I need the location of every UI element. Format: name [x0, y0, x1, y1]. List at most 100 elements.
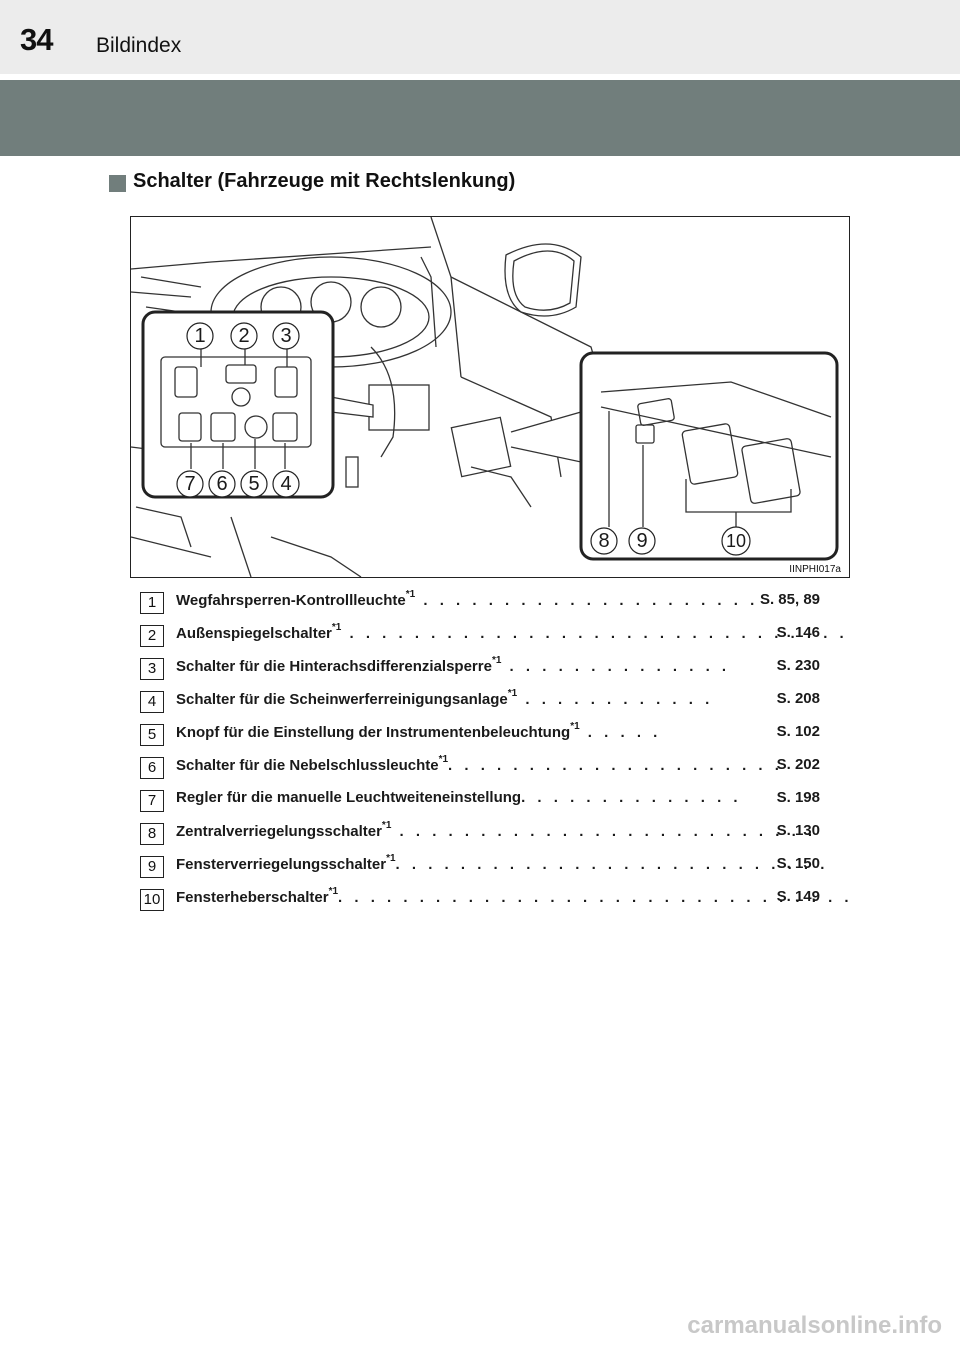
- leader-dots: . . . . . . . . . . . . . . . . . . . . …: [395, 856, 829, 873]
- item-label-text: Fensterverriegelungsschalter: [176, 856, 387, 873]
- item-page-ref[interactable]: S. 146: [776, 624, 820, 641]
- leader-dots: . . . . . . . . . . . .: [517, 691, 714, 708]
- item-page-ref[interactable]: S. 85, 89: [759, 591, 820, 608]
- item-note: *1: [570, 721, 580, 732]
- section-heading: Schalter (Fahrzeuge mit Rechtslenkung): [133, 170, 516, 192]
- callout-number: 2: [238, 325, 250, 347]
- callout-circle: [208, 470, 236, 498]
- item-label-text: Schalter für die Scheinwerferreinigungsa…: [176, 691, 508, 708]
- item-label: Schalter für die Hinterachsdifferenzials…: [176, 655, 731, 675]
- item-number: 6: [140, 757, 164, 779]
- callout-5: 5: [239, 469, 269, 499]
- leader-dots: . . . . . . . . . . . . . . . . . . . . …: [391, 823, 817, 840]
- item-number: 5: [140, 724, 164, 746]
- list-item: 7 Regler für die manuelle Leuchtweitenei…: [140, 786, 820, 818]
- item-note: *1: [405, 589, 416, 600]
- item-number: 7: [140, 790, 164, 812]
- header-band: [0, 80, 960, 156]
- callout-circle: [590, 527, 618, 555]
- item-label-text: Fensterheberschalter: [176, 889, 329, 906]
- item-page-ref[interactable]: S. 208: [776, 690, 820, 707]
- item-note: *1: [328, 886, 339, 897]
- callout-1: 1: [185, 321, 215, 351]
- item-label-text: Zentralverriegelungsschalter: [176, 823, 382, 840]
- callout-circle: [272, 470, 300, 498]
- callout-number: 10: [725, 531, 747, 551]
- watermark[interactable]: carmanualsonline.info: [687, 1312, 942, 1339]
- item-number: 4: [140, 691, 164, 713]
- callout-number: 9: [636, 530, 648, 552]
- callout-10: 10: [719, 526, 753, 556]
- item-page-ref[interactable]: S. 102: [776, 723, 820, 740]
- list-item: 5 Knopf für die Einstellung der Instrume…: [140, 720, 820, 752]
- callout-4: 4: [271, 469, 301, 499]
- item-label-text: Schalter für die Hinterachsdifferenzials…: [176, 658, 492, 675]
- item-note: *1: [381, 820, 392, 831]
- item-label: Schalter für die Scheinwerferreinigungsa…: [176, 688, 714, 708]
- item-page-ref[interactable]: S. 149: [776, 888, 820, 905]
- item-page-ref[interactable]: S. 230: [776, 657, 820, 674]
- leader-dots: . . . . . . . . . . . . . . . . . . . . …: [341, 625, 848, 642]
- callout-9: 9: [627, 526, 657, 556]
- callout-number: 7: [184, 473, 196, 495]
- item-page-ref[interactable]: S. 198: [776, 789, 820, 806]
- callout-number: 4: [280, 473, 292, 495]
- item-label: Schalter für die Nebelschlussleuchte*1. …: [176, 754, 783, 774]
- leader-dots: . . . . . . . . . . . . . . . . . . . . …: [415, 592, 759, 609]
- item-label: Knopf für die Einstellung der Instrument…: [176, 721, 662, 741]
- callout-6: 6: [207, 469, 237, 499]
- item-number: 10: [140, 889, 164, 911]
- figure-code: IINPHI017a: [787, 564, 843, 575]
- list-item: 8 Zentralverriegelungsschalter*1 . . . .…: [140, 819, 820, 851]
- item-page-ref[interactable]: S. 202: [776, 756, 820, 773]
- item-page-ref[interactable]: S. 130: [776, 822, 820, 839]
- callout-circle: [628, 527, 656, 555]
- callout-7: 7: [175, 469, 205, 499]
- item-note: *1: [438, 754, 449, 765]
- section-title: Bildindex: [96, 34, 182, 57]
- list-item: 4 Schalter für die Scheinwerferreinigung…: [140, 687, 820, 719]
- item-label: Zentralverriegelungsschalter*1 . . . . .…: [176, 820, 817, 840]
- leader-dots: . . . . .: [579, 724, 662, 741]
- list-item: 1 Wegfahrsperren-Kontrollleuchte*1 . . .…: [140, 588, 820, 620]
- list-item: 2 Außenspiegelschalter*1 . . . . . . . .…: [140, 621, 844, 653]
- callout-2: 2: [229, 321, 259, 351]
- list-item: 6 Schalter für die Nebelschlussleuchte*1…: [140, 753, 820, 785]
- callout-8: 8: [589, 526, 619, 556]
- leader-dots: . . . . . . . . . . . . . .: [501, 658, 731, 675]
- item-label-text: Außenspiegelschalter: [176, 625, 332, 642]
- leader-dots: . . . . . . . . . . . . . .: [521, 789, 742, 806]
- item-number: 2: [140, 625, 164, 647]
- callout-circle: [176, 470, 204, 498]
- item-note: *1: [507, 688, 518, 699]
- page-number: 34: [20, 22, 53, 57]
- list-item: 3 Schalter für die Hinterachsdifferenzia…: [140, 654, 820, 686]
- item-number: 8: [140, 823, 164, 845]
- item-note: *1: [331, 622, 342, 633]
- leader-dots: . . . . . . . . . . . . . . . . . . . . …: [338, 889, 853, 906]
- list-item: 9 Fensterverriegelungsschalter*1. . . . …: [140, 852, 824, 884]
- item-number: 1: [140, 592, 164, 614]
- item-label-text: Knopf für die Einstellung der Instrument…: [176, 724, 571, 741]
- callout-circle: [272, 322, 300, 350]
- item-note: *1: [491, 655, 502, 666]
- item-label-text: Schalter für die Nebelschlussleuchte: [176, 757, 439, 774]
- item-label: Fensterverriegelungsschalter*1. . . . . …: [176, 853, 829, 873]
- item-label-text: Wegfahrsperren-Kontrollleuchte: [176, 592, 406, 609]
- callout-circle: [186, 322, 214, 350]
- item-label: Wegfahrsperren-Kontrollleuchte*1 . . . .…: [176, 589, 759, 609]
- item-page-ref[interactable]: S. 150: [776, 855, 820, 872]
- callout-number: 5: [248, 473, 260, 495]
- callout-circle: [230, 322, 258, 350]
- callout-number: 8: [598, 530, 610, 552]
- page-header: 34 Bildindex: [0, 0, 960, 74]
- dashboard-illustration: 1 2 3 7 6 5 4 8: [130, 216, 850, 578]
- callout-number: 3: [280, 325, 292, 347]
- item-note: *1: [386, 853, 396, 864]
- item-label: Fensterheberschalter*1. . . . . . . . . …: [176, 886, 853, 906]
- item-number: 3: [140, 658, 164, 680]
- callout-circle: [240, 470, 268, 498]
- callout-number: 6: [216, 473, 228, 495]
- item-label: Außenspiegelschalter*1 . . . . . . . . .…: [176, 622, 848, 642]
- list-item: 10 Fensterheberschalter*1. . . . . . . .…: [140, 885, 849, 917]
